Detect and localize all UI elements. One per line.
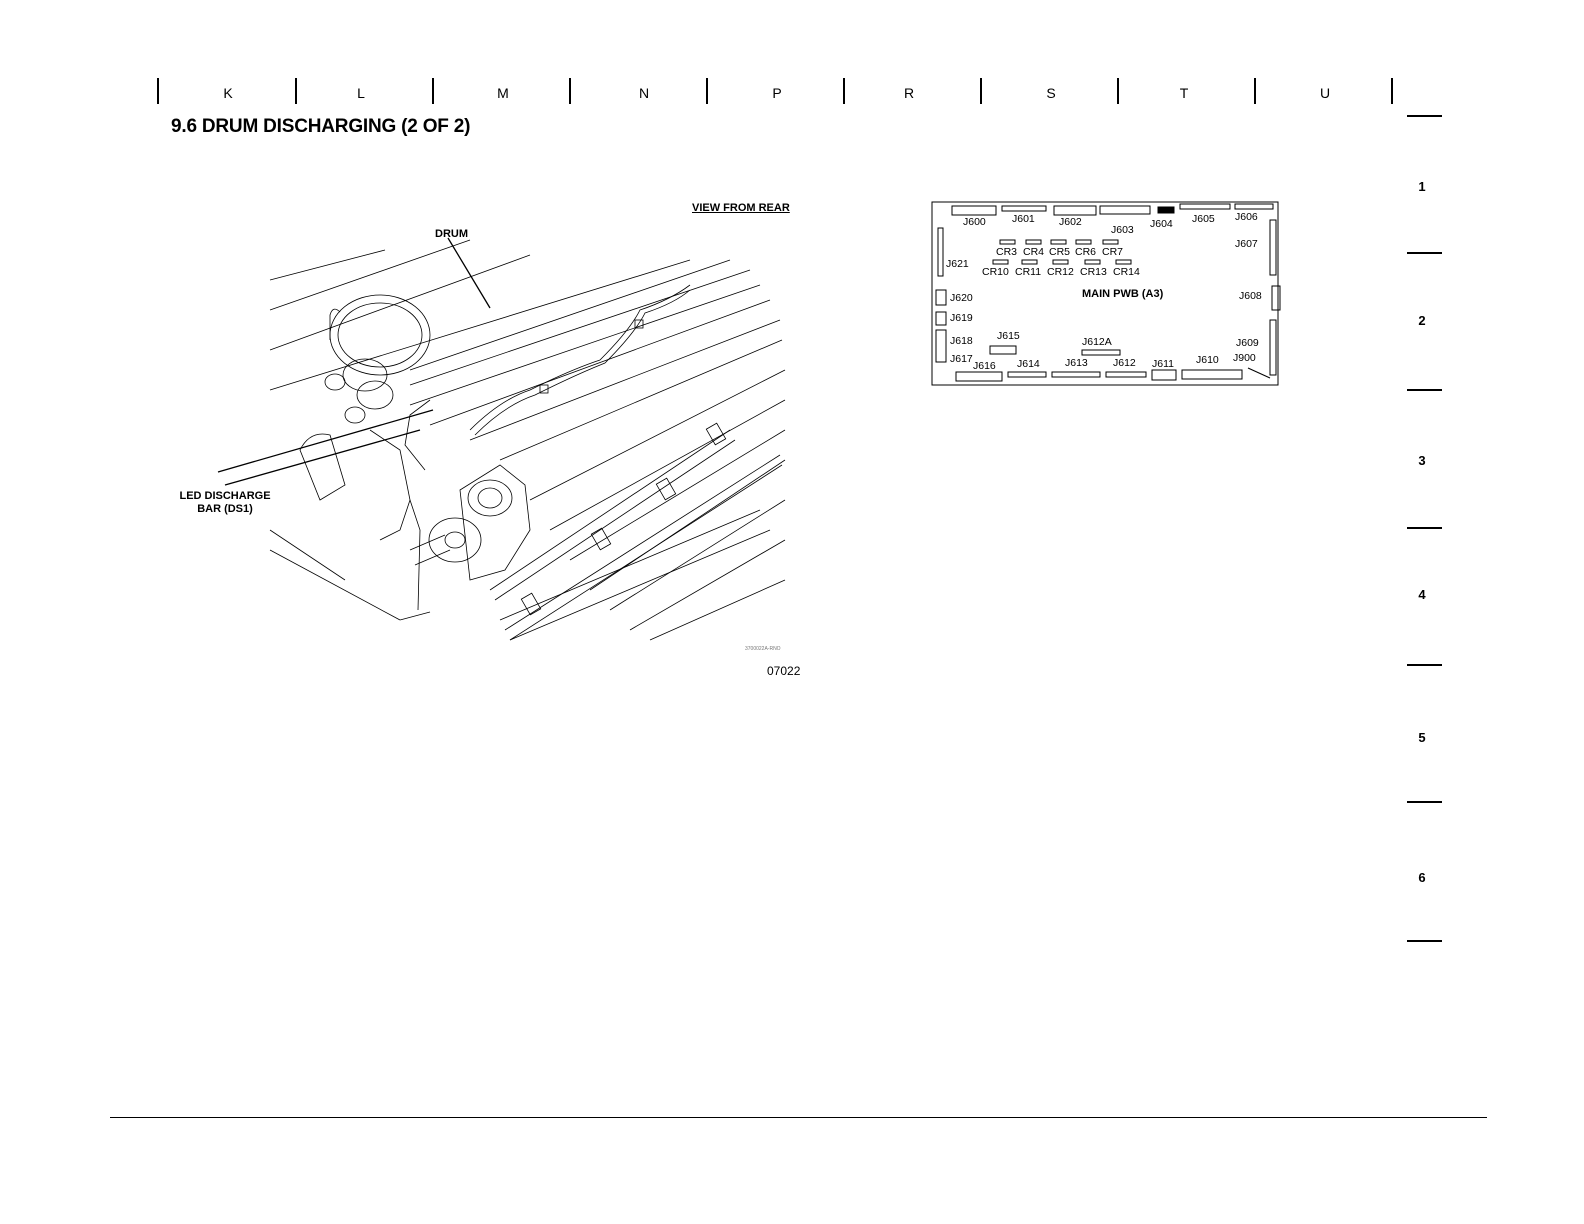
led-cr3: CR3 <box>996 246 1018 258</box>
connector-j610: J610 <box>1196 354 1219 366</box>
connector-j608: J608 <box>1239 290 1262 302</box>
zone-label-l: L <box>357 85 365 101</box>
row-label-4: 4 <box>1418 587 1426 602</box>
row-divider <box>1407 801 1442 803</box>
row-divider <box>1407 252 1442 254</box>
connector-j619: J619 <box>950 312 973 324</box>
zone-divider <box>980 78 982 104</box>
view-from-rear-label: VIEW FROM REAR <box>692 202 790 214</box>
connector-j602: J602 <box>1059 216 1082 228</box>
main-pwb-title: MAIN PWB (A3) <box>1082 288 1164 300</box>
zone-divider <box>157 78 159 104</box>
zone-label-m: M <box>497 85 509 101</box>
led-discharge-label-line2: BAR (DS1) <box>197 503 253 515</box>
drum-assembly-drawing <box>217 237 786 641</box>
connector-j612: J612 <box>1113 357 1136 369</box>
connector-j617: J617 <box>950 353 973 365</box>
led-cr6: CR6 <box>1075 246 1097 258</box>
row-label-6: 6 <box>1418 870 1426 885</box>
connector-j604: J604 <box>1150 218 1173 230</box>
zone-header: K L M N P R S T U <box>0 0 1584 110</box>
row-divider <box>1407 389 1442 391</box>
connector-j618: J618 <box>950 335 973 347</box>
zone-label-u: U <box>1319 85 1331 101</box>
connector-j609: J609 <box>1236 337 1259 349</box>
led-cr10: CR10 <box>982 266 1009 278</box>
zone-divider <box>432 78 434 104</box>
connector-j605: J605 <box>1192 213 1215 225</box>
led-cr11: CR11 <box>1015 266 1042 278</box>
connector-j614: J614 <box>1017 358 1040 370</box>
led-cr4: CR4 <box>1023 246 1045 258</box>
row-divider <box>1407 115 1442 117</box>
row-label-5: 5 <box>1418 730 1426 745</box>
page-title: 9.6 DRUM DISCHARGING (2 OF 2) <box>171 116 471 137</box>
zone-divider <box>1254 78 1256 104</box>
connector-j607: J607 <box>1235 238 1258 250</box>
led-cr7: CR7 <box>1102 246 1124 258</box>
zone-label-p: P <box>772 85 782 101</box>
connector-j613: J613 <box>1065 357 1088 369</box>
main-pwb-drawing <box>931 201 1281 386</box>
row-label-1: 1 <box>1418 179 1426 194</box>
led-cr12: CR12 <box>1047 266 1074 278</box>
led-cr13: CR13 <box>1080 266 1107 278</box>
connector-j615: J615 <box>997 330 1020 342</box>
connector-j900: J900 <box>1233 352 1256 364</box>
connector-j620: J620 <box>950 292 973 304</box>
connector-j611: J611 <box>1152 358 1174 370</box>
connector-j600: J600 <box>963 216 986 228</box>
zone-divider <box>295 78 297 104</box>
footer-rule <box>110 1117 1487 1118</box>
connector-j612a: J612A <box>1082 336 1112 348</box>
figure-number: 07022 <box>767 664 801 678</box>
drawing-code: 3700022A-RNO <box>745 646 781 652</box>
connector-j601: J601 <box>1012 213 1035 225</box>
connector-j606: J606 <box>1235 211 1258 223</box>
zone-divider <box>843 78 845 104</box>
zone-divider <box>1391 78 1393 104</box>
row-divider <box>1407 940 1442 942</box>
led-discharge-bar-label: LED DISCHARGE BAR (DS1) <box>170 490 280 516</box>
drum-assembly-figure: VIEW FROM REAR DRUM LED DISCHARGE BAR (D… <box>170 200 810 690</box>
led-cr14: CR14 <box>1113 266 1140 278</box>
connector-j621: J621 <box>946 258 969 270</box>
row-divider <box>1407 664 1442 666</box>
zone-label-s: S <box>1046 85 1056 101</box>
zone-divider <box>569 78 571 104</box>
zone-label-n: N <box>638 85 650 101</box>
row-label-2: 2 <box>1418 313 1426 328</box>
row-label-3: 3 <box>1418 453 1426 468</box>
row-divider <box>1407 527 1442 529</box>
zone-label-r: R <box>903 85 915 101</box>
led-cr5: CR5 <box>1049 246 1071 258</box>
led-discharge-label-line1: LED DISCHARGE <box>179 490 271 502</box>
connector-j603: J603 <box>1111 224 1134 236</box>
main-pwb-diagram: J600 J601 J602 J603 J604 J605 J606 J607 … <box>930 200 1290 390</box>
connector-j616: J616 <box>973 360 996 372</box>
zone-label-t: T <box>1179 85 1189 101</box>
zone-divider <box>706 78 708 104</box>
zone-divider <box>1117 78 1119 104</box>
zone-label-k: K <box>223 85 233 101</box>
drum-label: DRUM <box>435 228 468 240</box>
